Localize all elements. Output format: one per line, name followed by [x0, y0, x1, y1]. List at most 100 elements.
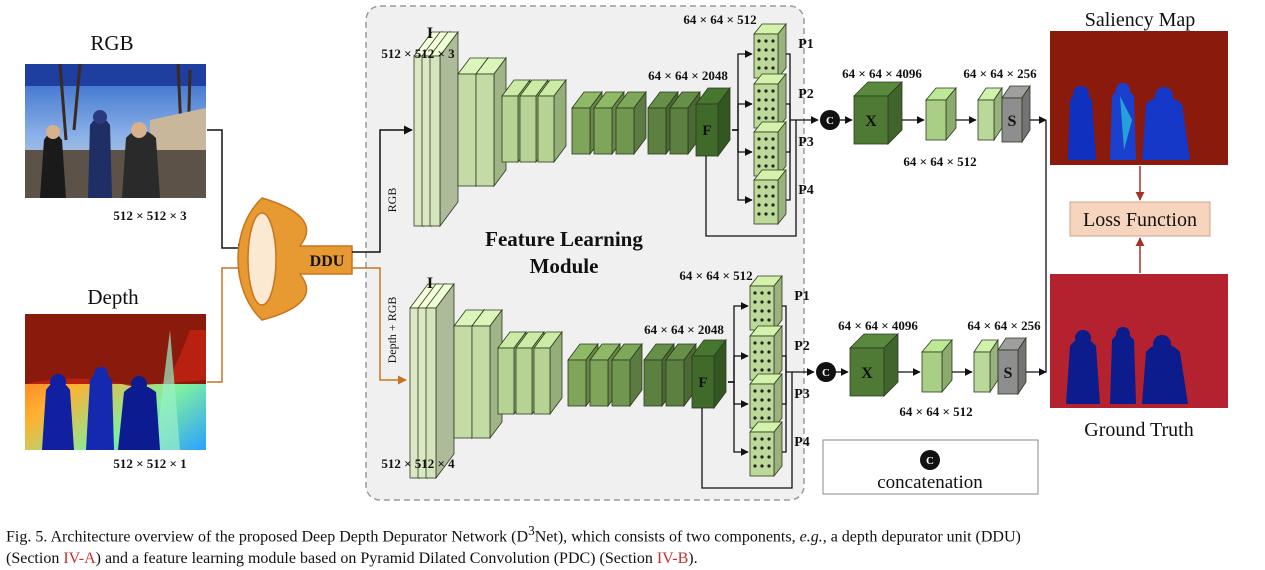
bottom-to-saliency-line — [1042, 120, 1047, 373]
depth-rgb-path-label: Depth + RGB — [385, 297, 399, 364]
top-P3-dots — [757, 137, 775, 168]
bottom-F-label: F — [698, 375, 707, 391]
concat-legend-icon — [920, 450, 940, 470]
depth-dims: 512 × 512 × 1 — [113, 456, 186, 471]
top-input-slab-3 — [429, 30, 459, 228]
bottom-X-label: X — [861, 365, 873, 382]
bottom-S-label: S — [1004, 365, 1013, 382]
module-title-line1: Feature Learning — [485, 227, 643, 251]
top-concat-dims: 64 × 64 × 4096 — [842, 66, 922, 81]
ddu-unit — [237, 197, 353, 321]
bottom-P2-dots — [753, 341, 771, 372]
ddu-label: DDU — [310, 253, 345, 270]
bottom-concat-icon-letter: C — [822, 367, 830, 379]
top-S-block — [1001, 84, 1031, 144]
top-F-dims: 64 × 64 × 2048 — [648, 68, 728, 83]
top-P2-dots — [757, 89, 775, 120]
rgb-title: RGB — [90, 31, 133, 55]
caption-sup: 3 — [528, 523, 535, 538]
caption-ref-ivb[interactable]: IV-B — [656, 550, 689, 568]
bottom-conv-block-5 — [533, 330, 563, 416]
top-conv-block-8 — [615, 90, 647, 156]
top-X-block — [853, 81, 903, 145]
top-P2-label: P2 — [798, 87, 814, 102]
bottom-F-to-P4-line — [728, 381, 749, 456]
bottom-P2-out-line — [782, 355, 787, 372]
rgb-path-label: RGB — [385, 188, 399, 213]
loss-function-box — [1069, 201, 1211, 237]
top-P4-dots — [757, 185, 775, 216]
bottom-concat-icon — [816, 362, 836, 382]
bottom-F-block — [691, 338, 727, 410]
bottom-P-dims: 64 × 64 × 512 — [679, 268, 752, 283]
bottom-P4-out-line — [782, 372, 787, 453]
bottom-P1-label: P1 — [794, 289, 810, 304]
top-I-label: I — [427, 25, 433, 42]
top-X-label: X — [865, 113, 877, 130]
top-concat-icon-letter: C — [826, 115, 834, 127]
loss-function-label: Loss Function — [1083, 209, 1197, 231]
caption-part2: , a depth depurator unit (DDU) — [822, 528, 1021, 546]
caption-part5: ). — [688, 550, 698, 568]
bottom-mid-dims: 64 × 64 × 512 — [899, 404, 972, 419]
top-mid-block — [925, 86, 957, 142]
top-P4-label: P4 — [798, 183, 814, 198]
bottom-F-dims: 64 × 64 × 2048 — [644, 322, 724, 337]
rgb-image — [25, 63, 206, 198]
top-F-skip-line — [705, 120, 797, 237]
ddu-to-depth-rgb-branch — [352, 267, 407, 385]
bottom-P1-out-line — [782, 305, 787, 372]
bottom-F-skip-line — [701, 372, 793, 489]
bottom-P3-dots — [753, 389, 771, 420]
caption-part4: ) and a feature learning module based on… — [95, 550, 657, 568]
top-mid-dims: 64 × 64 × 512 — [903, 154, 976, 169]
bottom-input-slab-3 — [425, 282, 455, 480]
bottom-out-dims: 64 × 64 × 256 — [967, 318, 1041, 333]
top-P2-out-line — [786, 103, 791, 120]
top-out-dims: 64 × 64 × 256 — [963, 66, 1037, 81]
depth-title: Depth — [87, 285, 139, 309]
top-F-to-P4-line — [732, 129, 753, 204]
top-S-label: S — [1008, 113, 1017, 130]
bottom-X-block — [849, 333, 899, 397]
depth-to-ddu-arrow — [207, 263, 247, 383]
bottom-concat-dims: 64 × 64 × 4096 — [838, 318, 918, 333]
bottom-conv-block-2 — [471, 308, 503, 440]
ddu-to-rgb-branch — [352, 125, 413, 253]
bottom-conv-block-8 — [611, 342, 643, 408]
top-concat-icon — [820, 110, 840, 130]
bottom-I-label: I — [427, 275, 433, 292]
concat-legend-icon-letter: C — [926, 455, 934, 467]
top-conv-block-5 — [537, 78, 567, 164]
caption-eg: e.g. — [799, 528, 823, 546]
top-P1-dots — [757, 39, 775, 70]
bottom-P3-label: P3 — [794, 387, 810, 402]
top-F-label: F — [702, 123, 711, 139]
top-F-block — [695, 86, 731, 158]
top-P-dims: 64 × 64 × 512 — [683, 12, 756, 27]
bottom-out-block — [973, 338, 999, 394]
bottom-S-block — [997, 336, 1027, 396]
bottom-mid-block — [921, 338, 953, 394]
bottom-P4-dots — [753, 437, 771, 468]
top-I-dims: 512 × 512 × 3 — [381, 46, 455, 61]
depth-image — [25, 314, 206, 450]
top-P3-label: P3 — [798, 135, 814, 150]
caption-part3: (Section — [6, 550, 64, 568]
caption-ref-iva[interactable]: IV-A — [63, 550, 96, 568]
caption-prefix: Fig. 5. Architecture overview of the pro… — [6, 528, 529, 546]
bottom-P2-label: P2 — [794, 339, 810, 354]
caption-part1: Net), which consists of two components, — [534, 528, 800, 546]
rgb-dims: 512 × 512 × 3 — [113, 208, 187, 223]
top-P4-out-line — [786, 120, 791, 201]
top-P1-label: P1 — [798, 37, 814, 52]
saliency-map-title: Saliency Map — [1085, 9, 1196, 31]
top-conv-block-2 — [475, 56, 507, 188]
module-title-line2: Module — [530, 254, 599, 278]
concat-legend-text: concatenation — [877, 472, 983, 493]
ground-truth-title: Ground Truth — [1084, 419, 1193, 441]
top-out-block — [977, 86, 1003, 142]
